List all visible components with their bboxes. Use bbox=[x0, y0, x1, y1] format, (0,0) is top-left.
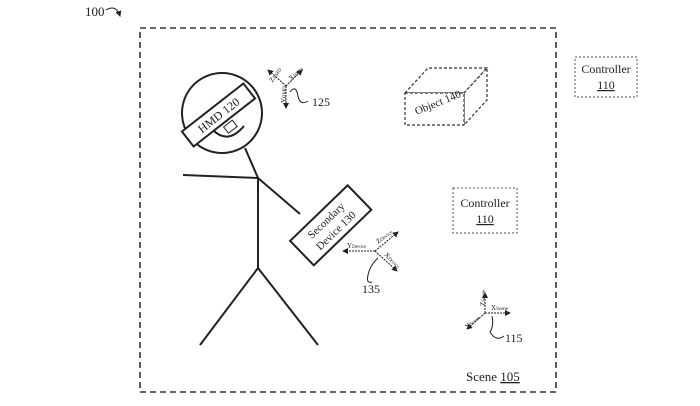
scene-label: Scene 105 bbox=[466, 369, 520, 384]
hmd-axes-ref: 125 bbox=[312, 95, 330, 109]
hmd-y-label: YHMD bbox=[280, 86, 288, 103]
scene-x-label: XScene bbox=[491, 304, 509, 312]
user-figure bbox=[181, 72, 319, 346]
svg-text:Controller: Controller bbox=[460, 196, 509, 210]
controller-outside: Controller 110 bbox=[574, 56, 638, 98]
secondary-device-130: Secondary Device 130 bbox=[288, 183, 373, 267]
scene-y-label: YScene bbox=[463, 313, 482, 331]
controller-inside: Controller 110 bbox=[452, 187, 518, 234]
hmd-sensor bbox=[222, 119, 238, 134]
device-y-label: YDevice bbox=[347, 242, 367, 250]
svg-text:Controller: Controller bbox=[581, 62, 630, 76]
scene-axes bbox=[466, 292, 511, 339]
object-140: Object 140 bbox=[403, 66, 489, 127]
hmd-x-label: XHMD bbox=[287, 65, 305, 82]
device-x-label: XDevice bbox=[383, 251, 403, 271]
device-axes bbox=[342, 231, 399, 283]
hmd-axes bbox=[267, 69, 309, 109]
svg-text:110: 110 bbox=[476, 212, 494, 226]
device-axes-ref: 135 bbox=[362, 282, 380, 296]
figure-ref: 100 bbox=[85, 4, 105, 19]
figure-ref-arrow bbox=[105, 7, 122, 17]
scene-z-label: ZScene bbox=[479, 289, 487, 306]
svg-text:110: 110 bbox=[597, 78, 615, 92]
hmd-z-label: ZHMD bbox=[268, 66, 284, 84]
scene-axes-ref: 115 bbox=[505, 331, 523, 345]
